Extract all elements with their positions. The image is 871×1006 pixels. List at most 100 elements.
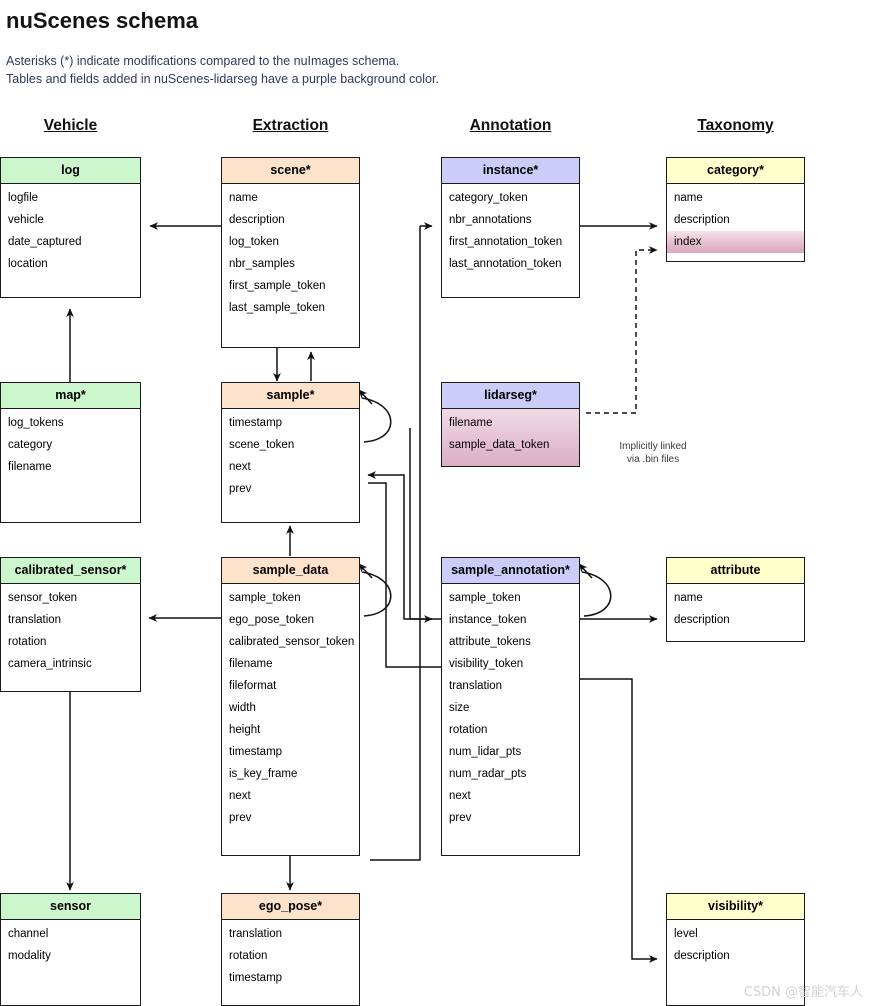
table-sensor-header: sensor bbox=[1, 894, 140, 920]
table-scene-header: scene* bbox=[222, 158, 359, 184]
table-sample-annotation-header: sample_annotation* bbox=[442, 558, 579, 584]
table-calibrated-sensor-header: calibrated_sensor* bbox=[1, 558, 140, 584]
field-row: nbr_samples bbox=[229, 258, 295, 270]
table-sample-fields: timestamp scene_token next prev bbox=[222, 409, 359, 503]
field-row: last_annotation_token bbox=[449, 258, 562, 270]
field-row: vehicle bbox=[8, 214, 44, 226]
watermark: CSDN @智能汽车人 bbox=[743, 985, 863, 1000]
table-sample-header: sample* bbox=[222, 383, 359, 409]
field-row: rotation bbox=[8, 636, 47, 648]
field-row: fileformat bbox=[229, 680, 277, 692]
table-visibility-fields: level description bbox=[667, 920, 804, 970]
field-row: height bbox=[229, 724, 261, 736]
field-row: level bbox=[674, 928, 698, 940]
lidarseg-link-note-line1: Implicitly linked bbox=[619, 441, 687, 452]
field-row: date_captured bbox=[8, 236, 82, 248]
table-calibrated-sensor[interactable]: calibrated_sensor* sensor_token translat… bbox=[0, 557, 141, 692]
table-category[interactable]: category* name description index bbox=[666, 157, 805, 262]
table-instance-header: instance* bbox=[442, 158, 579, 184]
table-sample-annotation[interactable]: sample_annotation* sample_token instance… bbox=[441, 557, 580, 856]
field-row: description bbox=[674, 950, 730, 962]
field-row: next bbox=[229, 790, 251, 802]
field-row: filename bbox=[8, 461, 52, 473]
table-log-fields: logfile vehicle date_captured location bbox=[1, 184, 140, 278]
column-header-extraction: Extraction bbox=[252, 117, 329, 134]
field-row-highlighted: index bbox=[667, 231, 804, 253]
field-row: next bbox=[229, 461, 251, 473]
field-row: scene_token bbox=[229, 439, 295, 451]
field-row: filename bbox=[229, 658, 273, 670]
field-row: sample_token bbox=[449, 592, 521, 604]
field-row: first_annotation_token bbox=[449, 236, 563, 248]
field-row: visibility_token bbox=[449, 658, 524, 670]
field-row: description bbox=[229, 214, 285, 226]
field-row: first_sample_token bbox=[229, 280, 326, 292]
table-lidarseg-fields: filename sample_data_token bbox=[442, 409, 579, 459]
field-row: log_token bbox=[229, 236, 279, 248]
field-row: category_token bbox=[449, 192, 528, 204]
table-ego-pose-fields: translation rotation timestamp bbox=[222, 920, 359, 992]
subtitle-line-1: Asterisks (*) indicate modifications com… bbox=[6, 54, 400, 68]
field-row: name bbox=[674, 192, 703, 204]
table-attribute-header: attribute bbox=[667, 558, 804, 584]
field-row: next bbox=[449, 790, 471, 802]
field-row: timestamp bbox=[229, 972, 283, 984]
table-map-fields: log_tokens category filename bbox=[1, 409, 140, 481]
field-row: last_sample_token bbox=[229, 302, 325, 314]
subtitle-line-2: Tables and fields added in nuScenes-lida… bbox=[6, 72, 439, 86]
table-sample-annotation-fields: sample_token instance_token attribute_to… bbox=[442, 584, 579, 832]
table-sample-data-fields: sample_token ego_pose_token calibrated_s… bbox=[222, 584, 359, 832]
table-calibrated-sensor-fields: sensor_token translation rotation camera… bbox=[1, 584, 140, 678]
lidarseg-link-note-line2: via .bin files bbox=[626, 454, 680, 465]
table-attribute[interactable]: attribute name description bbox=[666, 557, 805, 642]
field-row: calibrated_sensor_token bbox=[229, 636, 355, 648]
field-row: rotation bbox=[449, 724, 488, 736]
field-row: prev bbox=[449, 812, 472, 824]
table-log-header: log bbox=[1, 158, 140, 184]
field-row: sample_data_token bbox=[449, 439, 550, 451]
column-header-annotation: Annotation bbox=[469, 117, 552, 134]
field-row: attribute_tokens bbox=[449, 636, 531, 648]
field-row: translation bbox=[8, 614, 62, 626]
table-scene[interactable]: scene* name description log_token nbr_sa… bbox=[221, 157, 360, 348]
field-row: num_radar_pts bbox=[449, 768, 527, 780]
table-instance[interactable]: instance* category_token nbr_annotations… bbox=[441, 157, 580, 298]
table-category-header: category* bbox=[667, 158, 804, 184]
table-map[interactable]: map* log_tokens category filename bbox=[0, 382, 141, 523]
field-row: translation bbox=[229, 928, 283, 940]
field-row: translation bbox=[449, 680, 503, 692]
table-instance-fields: category_token nbr_annotations first_ann… bbox=[442, 184, 579, 278]
table-map-header: map* bbox=[1, 383, 140, 409]
table-visibility[interactable]: visibility* level description bbox=[666, 893, 805, 1006]
column-header-vehicle: Vehicle bbox=[43, 117, 98, 134]
field-row: prev bbox=[229, 483, 252, 495]
table-sample[interactable]: sample* timestamp scene_token next prev bbox=[221, 382, 360, 523]
table-sample-data-header: sample_data bbox=[222, 558, 359, 584]
field-row: filename bbox=[449, 417, 493, 429]
table-lidarseg[interactable]: lidarseg* filename sample_data_token bbox=[441, 382, 580, 467]
column-header-taxonomy: Taxonomy bbox=[697, 117, 774, 134]
field-row: channel bbox=[8, 928, 49, 940]
field-row: name bbox=[229, 192, 258, 204]
table-log[interactable]: log logfile vehicle date_captured locati… bbox=[0, 157, 141, 298]
page-title: nuScenes schema bbox=[6, 8, 198, 33]
table-lidarseg-header: lidarseg* bbox=[442, 383, 579, 409]
field-row: camera_intrinsic bbox=[8, 658, 92, 670]
table-category-fields: name description index bbox=[667, 184, 804, 253]
field-row: sensor_token bbox=[8, 592, 78, 604]
field-row: num_lidar_pts bbox=[449, 746, 522, 758]
table-ego-pose[interactable]: ego_pose* translation rotation timestamp bbox=[221, 893, 360, 1006]
field-row: logfile bbox=[8, 192, 39, 204]
table-scene-fields: name description log_token nbr_samples f… bbox=[222, 184, 359, 322]
field-row: name bbox=[674, 592, 703, 604]
table-sample-data[interactable]: sample_data sample_token ego_pose_token … bbox=[221, 557, 360, 856]
table-sensor[interactable]: sensor channel modality bbox=[0, 893, 141, 1006]
field-row: width bbox=[229, 702, 256, 714]
table-visibility-header: visibility* bbox=[667, 894, 804, 920]
table-sensor-fields: channel modality bbox=[1, 920, 140, 970]
field-row: is_key_frame bbox=[229, 768, 298, 780]
field-row: description bbox=[674, 214, 730, 226]
field-row: timestamp bbox=[229, 417, 283, 429]
field-row: log_tokens bbox=[8, 417, 64, 429]
